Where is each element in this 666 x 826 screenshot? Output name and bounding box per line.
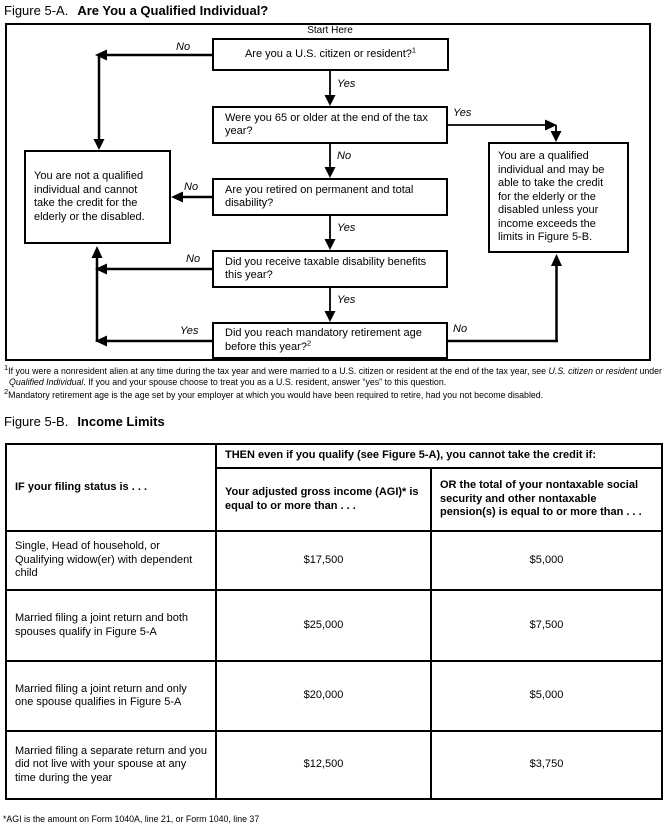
- agi-limit-cell: $17,500: [215, 530, 432, 591]
- question-box-benefits: Did you receive taxable disability benef…: [212, 250, 448, 288]
- filing-status-cell: Married filing a joint return and both s…: [5, 589, 217, 662]
- arrow-q1-no: [93, 49, 212, 150]
- label-yes-q4: Yes: [337, 294, 356, 306]
- result-text: You are not a qualified individual and c…: [34, 170, 145, 223]
- label-no-q3: No: [184, 181, 199, 193]
- filing-status-header: IF your filing status is . . .: [5, 443, 217, 532]
- figure-5a-title-text: Are You a Qualified Individual?: [77, 3, 269, 18]
- figure-5a-title: Figure 5-A. Are You a Qualified Individua…: [4, 3, 268, 18]
- question-text: Did you receive taxable disability benef…: [225, 255, 427, 282]
- figure-5b-title: Figure 5-B. Income Limits: [4, 414, 165, 429]
- flowchart-footnotes: 1If you were a nonresident alien at any …: [4, 363, 662, 404]
- question-text: Were you 65 or older at the end of the t…: [225, 111, 428, 138]
- nontaxable-limit-cell: $7,500: [429, 589, 664, 662]
- result-box-not-qualified: You are not a qualified individual and c…: [24, 150, 171, 244]
- agi-limit-cell: $20,000: [215, 660, 432, 732]
- arrow-q2-yes: [447, 119, 562, 142]
- figure-5b-title-prefix: Figure 5-B.: [4, 414, 69, 429]
- question-box-age65: Were you 65 or older at the end of the t…: [212, 106, 448, 144]
- arrow-q5-yes: [95, 335, 212, 347]
- result-text: You are a qualified individual and may b…: [498, 150, 605, 244]
- filing-status-cell: Married filing a joint return and only o…: [5, 660, 217, 732]
- arrow-q4-yes: [324, 288, 336, 322]
- filing-status-cell: Single, Head of household, or Qualifying…: [5, 530, 217, 591]
- arrow-q1-yes: [324, 71, 336, 106]
- arrow-q2-no: [324, 144, 336, 178]
- footnote-ref-1: 1: [411, 45, 417, 55]
- table-row: Married filing a separate return and you…: [5, 730, 664, 800]
- label-no-q1: No: [176, 41, 191, 53]
- start-here-label: Start Here: [307, 25, 353, 36]
- table-row: Married filing a joint return and both s…: [5, 589, 664, 662]
- figure-5b-title-text: Income Limits: [77, 414, 165, 429]
- label-yes-q2: Yes: [453, 107, 472, 119]
- arrow-q3-yes: [324, 216, 336, 250]
- arrow-q3-no: [171, 191, 212, 203]
- label-no-q5: No: [453, 323, 468, 335]
- question-box-retirement-age: Did you reach mandatory retirement age b…: [212, 322, 448, 359]
- agi-footnote: *AGI is the amount on Form 1040A, line 2…: [3, 814, 260, 824]
- label-yes-q5: Yes: [180, 325, 199, 337]
- result-box-qualified: You are a qualified individual and may b…: [488, 142, 629, 253]
- arrow-q5-no: [447, 254, 562, 343]
- table-row: Married filing a joint return and only o…: [5, 660, 664, 732]
- figure-5a-title-prefix: Figure 5-A.: [4, 3, 69, 18]
- label-yes-q1: Yes: [337, 78, 356, 90]
- table-row: Single, Head of household, or Qualifying…: [5, 530, 664, 591]
- footnote-2: 2Mandatory retirement age is the age set…: [4, 387, 544, 400]
- nontaxable-limit-cell: $5,000: [429, 530, 664, 591]
- question-text: Are you retired on permanent and total d…: [225, 183, 414, 210]
- filing-status-cell: Married filing a separate return and you…: [5, 730, 217, 800]
- arrow-q4-no: [95, 263, 212, 275]
- agi-column-header: Your adjusted gross income (AGI)* is equ…: [215, 467, 432, 532]
- question-box-disability: Are you retired on permanent and total d…: [212, 178, 448, 216]
- arrow-left-riser: [91, 246, 103, 342]
- income-limits-table: IF your filing status is . . . THEN even…: [5, 443, 664, 800]
- question-text: Did you reach mandatory retirement age b…: [225, 327, 422, 353]
- nontaxable-limit-cell: $3,750: [429, 730, 664, 800]
- nontaxable-limit-cell: $5,000: [429, 660, 664, 732]
- label-no-q2: No: [337, 150, 352, 162]
- then-header: THEN even if you qualify (see Figure 5-A…: [214, 443, 664, 469]
- footnote-ref-2: 2: [306, 337, 312, 347]
- question-box-citizen: Are you a U.S. citizen or resident?1: [212, 38, 449, 71]
- agi-limit-cell: $25,000: [215, 589, 432, 662]
- label-yes-q3: Yes: [337, 222, 356, 234]
- label-no-q4: No: [186, 253, 201, 265]
- agi-limit-cell: $12,500: [215, 730, 432, 800]
- nontaxable-column-header: OR the total of your nontaxable social s…: [429, 467, 664, 532]
- question-text: Are you a U.S. citizen or resident?1: [244, 45, 417, 60]
- footnote-1: 1If you were a nonresident alien at any …: [4, 363, 662, 387]
